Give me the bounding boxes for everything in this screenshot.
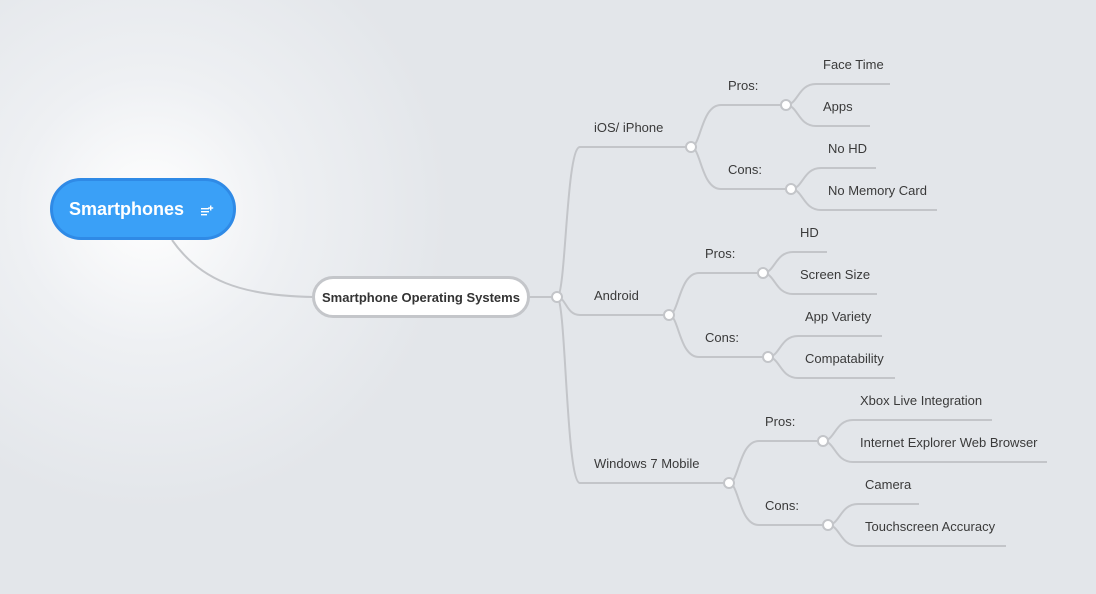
- collapse-knob-0-1[interactable]: [785, 183, 797, 195]
- central-topic[interactable]: Smartphone Operating Systems: [312, 276, 530, 318]
- collapse-knob-0[interactable]: [685, 141, 697, 153]
- item-label-1-0-0[interactable]: HD: [800, 225, 819, 240]
- branch-label-2[interactable]: Windows 7 Mobile: [594, 456, 700, 471]
- group-label-1-0[interactable]: Pros:: [705, 246, 736, 261]
- item-label-2-0-1[interactable]: Internet Explorer Web Browser: [860, 435, 1038, 450]
- branch-label-1[interactable]: Android: [594, 288, 639, 303]
- branch-label-0[interactable]: iOS/ iPhone: [594, 120, 664, 135]
- item-label-1-1-0[interactable]: App Variety: [805, 309, 872, 324]
- item-label-1-1-1[interactable]: Compatability: [805, 351, 884, 366]
- item-label-2-1-1[interactable]: Touchscreen Accuracy: [865, 519, 996, 534]
- group-line-2-0: [728, 440, 823, 484]
- item-label-2-1-0[interactable]: Camera: [865, 477, 912, 492]
- group-label-1-1[interactable]: Cons:: [705, 330, 739, 345]
- branch-line-0: [556, 146, 691, 298]
- item-label-2-0-0[interactable]: Xbox Live Integration: [860, 393, 983, 408]
- collapse-knob-2-1[interactable]: [822, 519, 834, 531]
- group-label-2-0[interactable]: Pros:: [765, 414, 796, 429]
- item-label-1-0-1[interactable]: Screen Size: [800, 267, 871, 282]
- item-label-0-1-0[interactable]: No HD: [828, 141, 868, 156]
- collapse-knob-1-0[interactable]: [757, 267, 769, 279]
- collapse-knob-1-1[interactable]: [762, 351, 774, 363]
- collapse-knob-1[interactable]: [663, 309, 675, 321]
- group-line-1-0: [668, 272, 763, 316]
- center-collapse-knob[interactable]: [551, 291, 563, 303]
- item-label-0-1-1[interactable]: No Memory Card: [828, 183, 927, 198]
- item-label-0-0-0[interactable]: Face Time: [823, 57, 884, 72]
- branch-line-2: [556, 296, 729, 484]
- root-to-center-line: [171, 239, 315, 298]
- item-label-0-0-1[interactable]: Apps: [823, 99, 853, 114]
- note-add-icon[interactable]: [200, 202, 214, 216]
- collapse-knob-0-0[interactable]: [780, 99, 792, 111]
- group-label-0-0[interactable]: Pros:: [728, 78, 759, 93]
- root-topic-label: Smartphones: [69, 198, 185, 219]
- group-label-2-1[interactable]: Cons:: [765, 498, 799, 513]
- root-topic[interactable]: Smartphones: [50, 178, 236, 240]
- group-label-0-1[interactable]: Cons:: [728, 162, 762, 177]
- central-topic-label: Smartphone Operating Systems: [322, 289, 520, 305]
- collapse-knob-2-0[interactable]: [817, 435, 829, 447]
- group-line-0-0: [690, 104, 786, 148]
- collapse-knob-2[interactable]: [723, 477, 735, 489]
